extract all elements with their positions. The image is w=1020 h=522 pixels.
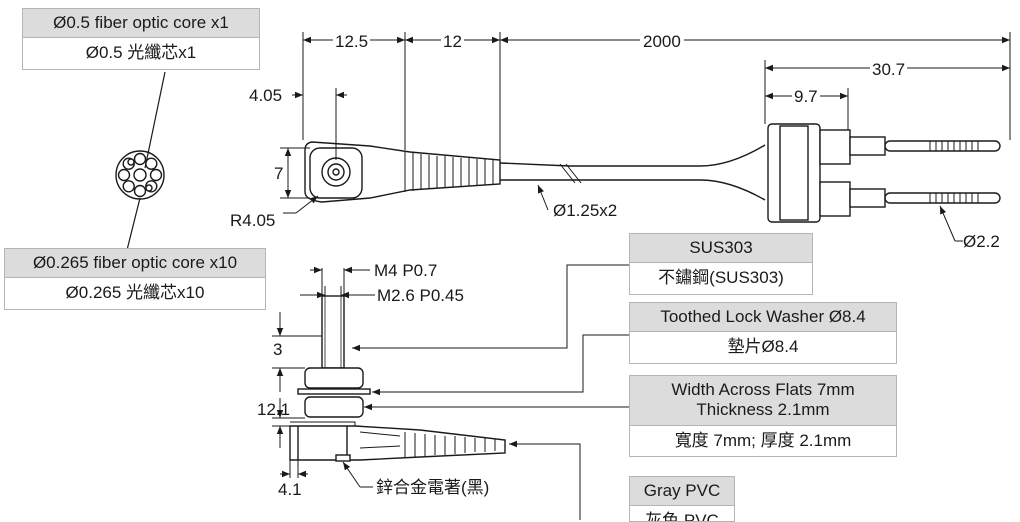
- connector-top-view: [304, 141, 766, 203]
- callout-washer-en: Toothed Lock Washer Ø8.4: [630, 303, 896, 332]
- ferrule-assembly: [767, 123, 1001, 223]
- callout-nut-zh: 寬度 7mm; 厚度 2.1mm: [630, 424, 896, 456]
- leader-core-single: [144, 71, 166, 169]
- callout-sus303-zh: 不鏽鋼(SUS303): [630, 262, 812, 293]
- dim-diameter-1-25x2: Ø1.25x2: [553, 201, 618, 220]
- callout-core-single-zh: Ø0.5 光纖芯x1: [23, 37, 259, 68]
- callout-washer-zh: 墊片Ø8.4: [630, 331, 896, 362]
- callout-pvc-zh: 灰色 PVC: [630, 505, 734, 521]
- callout-washer: Toothed Lock Washer Ø8.4 墊片Ø8.4: [629, 302, 897, 364]
- plating-note: 鋅合金電著(黑): [376, 478, 490, 497]
- dim-4-05: 4.05: [249, 86, 283, 105]
- side-dimension-lines: [272, 266, 375, 488]
- callout-pvc-en: Gray PVC: [630, 477, 734, 506]
- callout-core-multi-en: Ø0.265 fiber optic core x10: [5, 249, 265, 278]
- dim-4-1: 4.1: [278, 480, 302, 499]
- dim-r4-05: R4.05: [230, 211, 276, 230]
- callout-nut: Width Across Flats 7mm Thickness 2.1mm 寬…: [629, 375, 897, 458]
- dim-m4-thread: M4 P0.7: [374, 261, 438, 280]
- callout-core-single-en: Ø0.5 fiber optic core x1: [23, 9, 259, 38]
- callout-sus303: SUS303 不鏽鋼(SUS303): [629, 233, 813, 295]
- dim-30-7: 30.7: [870, 60, 908, 79]
- dim-12: 12: [441, 32, 464, 51]
- fiber-cross-section: [115, 150, 165, 200]
- dim-12-1: 12.1: [257, 400, 291, 419]
- callout-pvc: Gray PVC 灰色 PVC: [629, 476, 735, 522]
- dim-9-7: 9.7: [792, 87, 820, 106]
- dim-12-5: 12.5: [333, 32, 371, 51]
- dim-m2-6-thread: M2.6 P0.45: [377, 286, 464, 305]
- callout-sus303-en: SUS303: [630, 234, 812, 263]
- dim-diameter-2-2: Ø2.2: [963, 232, 1000, 251]
- callout-core-single: Ø0.5 fiber optic core x1 Ø0.5 光纖芯x1: [22, 8, 260, 70]
- callout-leaders: [352, 264, 629, 520]
- dim-7: 7: [274, 164, 284, 183]
- leader-core-multi: [126, 197, 141, 251]
- dim-3: 3: [273, 340, 283, 359]
- connector-side-view: [289, 295, 506, 462]
- dim-2000: 2000: [640, 33, 684, 50]
- callout-core-multi-zh: Ø0.265 光纖芯x10: [5, 277, 265, 308]
- callout-nut-en-line1: Width Across Flats 7mm: [671, 380, 855, 399]
- callout-nut-en-line2: Thickness 2.1mm: [696, 400, 830, 420]
- callout-core-multi: Ø0.265 fiber optic core x10 Ø0.265 光纖芯x1…: [4, 248, 266, 310]
